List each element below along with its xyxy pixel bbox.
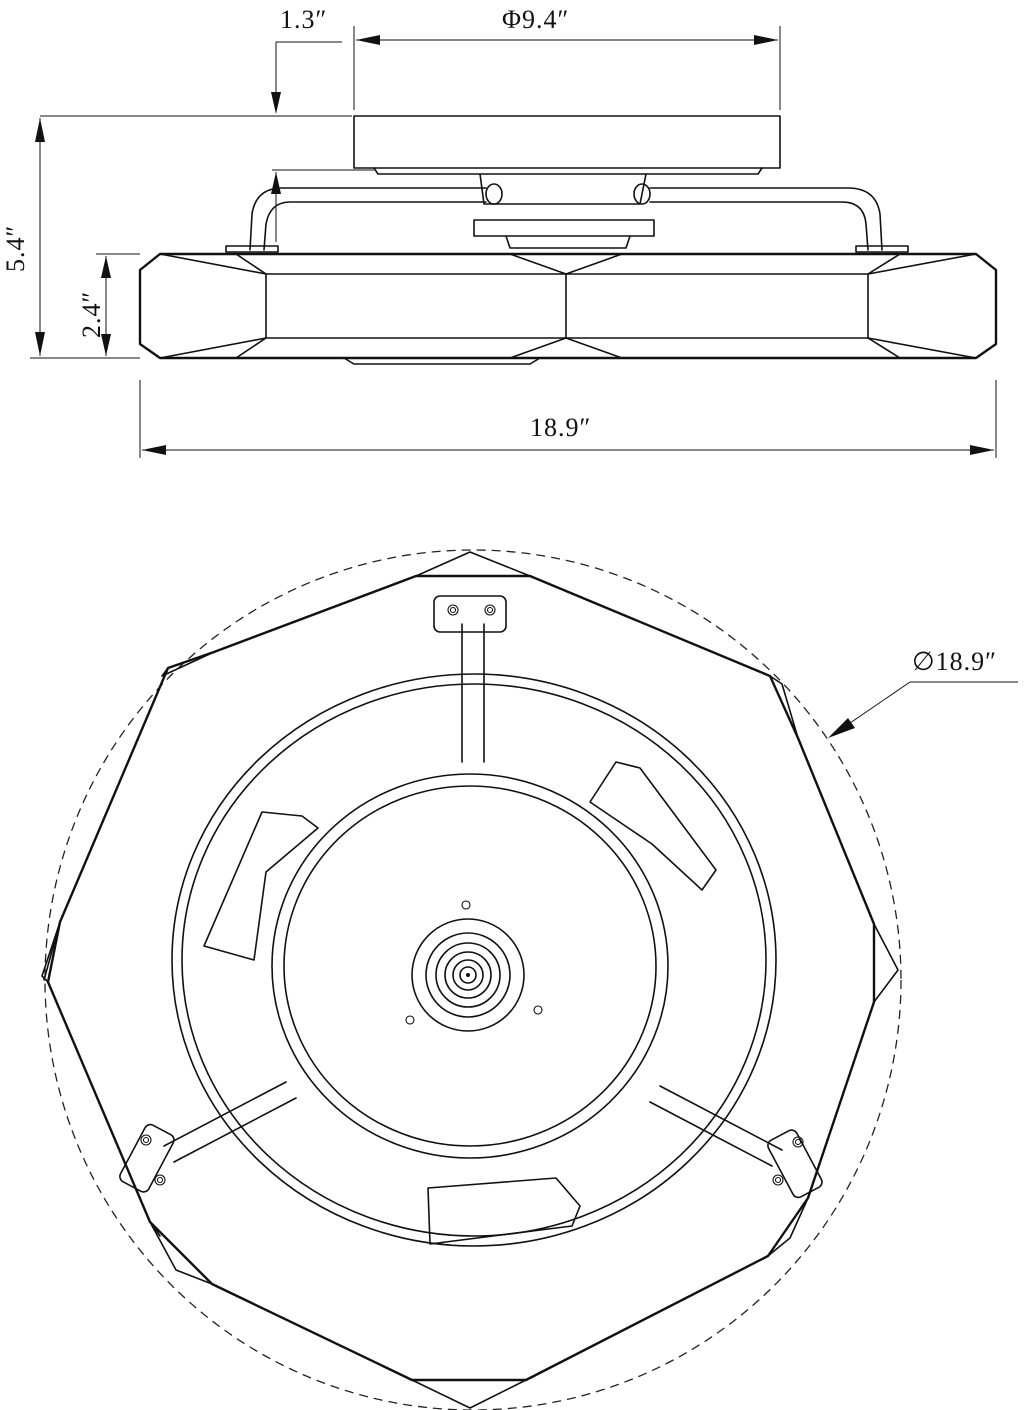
envelope-circle bbox=[44, 549, 902, 1410]
label-overall-width: 18.9″ bbox=[530, 413, 591, 442]
outer-ring-inner bbox=[181, 683, 767, 1237]
label-canopy-diameter: Φ9.4″ bbox=[502, 5, 569, 34]
label-top-offset: 1.3″ bbox=[280, 5, 327, 34]
dim-top-offset: 1.3″ bbox=[40, 5, 374, 242]
label-outer-diameter: ∅18.9″ bbox=[912, 647, 997, 676]
support-arms bbox=[225, 187, 909, 253]
canopy bbox=[353, 115, 781, 175]
dim-body-height: 2.4″ bbox=[77, 253, 140, 356]
label-body-height: 2.4″ bbox=[77, 291, 106, 338]
dim-overall-width: 18.9″ bbox=[139, 380, 997, 458]
bottom-view: ∅18.9″ bbox=[41, 549, 1018, 1410]
side-view: 1.3″ Φ9.4″ 5.4″ 2.4″ bbox=[1, 5, 998, 458]
mounting-brackets bbox=[119, 595, 823, 1199]
dim-outer-diameter: ∅18.9″ bbox=[828, 647, 1018, 738]
fan-blades bbox=[203, 761, 717, 1245]
label-overall-height: 5.4″ bbox=[1, 225, 30, 272]
bottom-arms bbox=[163, 623, 783, 1167]
middle-ring bbox=[271, 773, 669, 1159]
fan-body bbox=[138, 252, 998, 365]
dim-canopy-diameter: Φ9.4″ bbox=[353, 5, 781, 110]
middle-ring-inner bbox=[283, 785, 657, 1147]
center-hub bbox=[405, 900, 543, 1032]
outer-shell bbox=[41, 551, 899, 1409]
outer-ring bbox=[171, 673, 777, 1247]
dim-overall-height: 5.4″ bbox=[1, 118, 140, 359]
motor-mount bbox=[473, 173, 655, 249]
